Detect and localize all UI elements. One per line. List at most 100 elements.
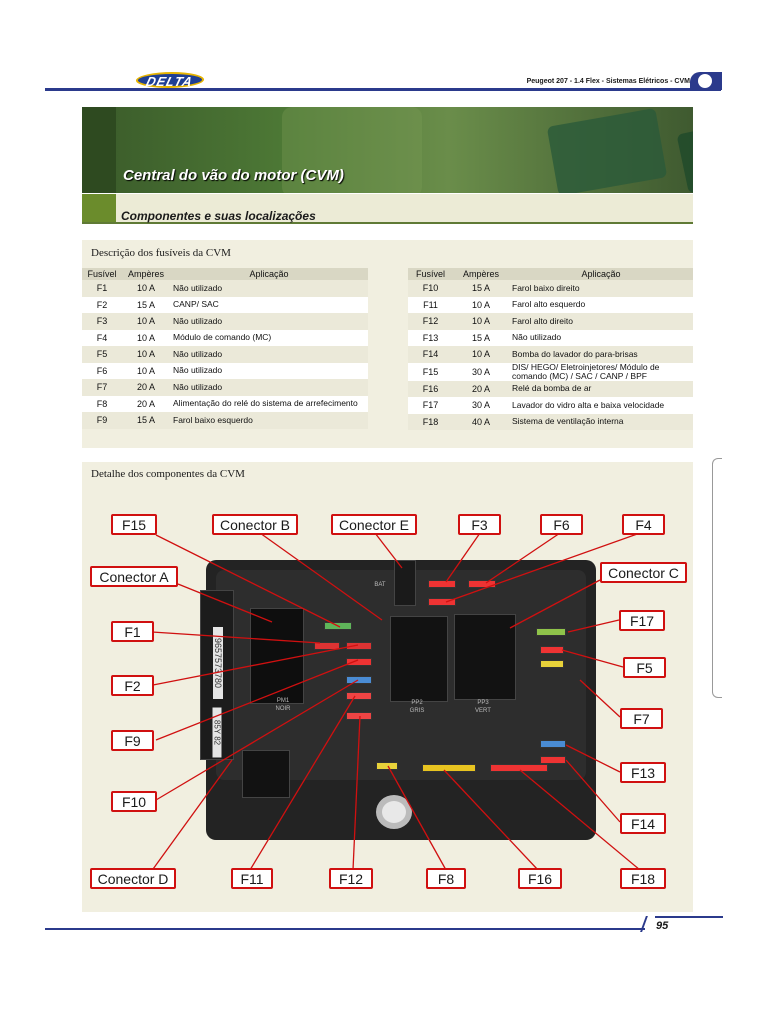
- fuse-f3: [428, 580, 456, 588]
- cell-amp: 15 A: [453, 280, 509, 297]
- connector-d: [242, 750, 290, 798]
- cell-fuse: F12: [408, 313, 453, 330]
- subtitle-bar: [82, 194, 693, 224]
- delta-logo: DELTA: [133, 72, 207, 89]
- connector-pp3: [454, 614, 516, 700]
- cell-application: Farol baixo direito: [509, 280, 693, 297]
- callout-f17: F17: [619, 610, 665, 631]
- cell-fuse: F9: [82, 412, 122, 429]
- mounting-ring: [376, 795, 412, 829]
- banner-title: Central do vão do motor (CVM): [123, 167, 344, 184]
- cell-fuse: F16: [408, 380, 453, 397]
- cell-fuse: F11: [408, 296, 453, 313]
- cell-application: Bomba do lavador do para-brisas: [509, 346, 693, 363]
- cell-amp: 15 A: [122, 412, 170, 429]
- footer-rule-right: [655, 916, 723, 918]
- fuse-box-photo: PM1 NOIR PP2 GRIS PP3 VERT BAT 965757378…: [200, 530, 596, 860]
- callout-f9: F9: [111, 730, 154, 751]
- cell-fuse: F1: [82, 280, 122, 297]
- connector-e: [394, 560, 416, 606]
- fuse-f5: [540, 646, 564, 654]
- fuse-f8: [376, 762, 398, 770]
- cell-fuse: F17: [408, 397, 453, 414]
- header-app: Aplicação: [509, 268, 693, 280]
- fuse-f2: [346, 642, 372, 650]
- cell-amp: 10 A: [453, 313, 509, 330]
- cell-application: Não utilizado: [170, 313, 368, 330]
- side-tab: [712, 458, 722, 698]
- header-amp: Ampères: [122, 268, 170, 280]
- cell-amp: 10 A: [122, 313, 170, 330]
- callout-f3: F3: [458, 514, 501, 535]
- cell-amp: 15 A: [453, 329, 509, 346]
- callout-f11: F11: [231, 868, 273, 889]
- cell-application: Farol alto esquerdo: [509, 296, 693, 313]
- cell-amp: 10 A: [122, 346, 170, 363]
- callout-conector-a: Conector A: [90, 566, 178, 587]
- cell-amp: 30 A: [453, 397, 509, 414]
- callout-f2: F2: [111, 675, 154, 696]
- callout-f4: F4: [622, 514, 665, 535]
- cell-application: Sistema de ventilação interna: [509, 413, 693, 430]
- cell-fuse: F15: [408, 362, 453, 381]
- label-gris: GRIS: [409, 708, 425, 714]
- fuse-f7: [540, 660, 564, 668]
- cell-application: CANP/ SAC: [170, 296, 368, 313]
- cell-fuse: F5: [82, 346, 122, 363]
- cell-amp: 10 A: [453, 346, 509, 363]
- callout-f13: F13: [620, 762, 666, 783]
- callout-f14: F14: [620, 813, 666, 834]
- detail-section-title: Detalhe dos componentes da CVM: [91, 468, 245, 480]
- header-tab: [690, 72, 722, 90]
- banner-deco-2: [676, 120, 693, 193]
- connector-pp2: [390, 616, 448, 702]
- cell-application: Não utilizado: [170, 280, 368, 297]
- subtitle-bar-accent: [82, 194, 116, 222]
- cell-amp: 20 A: [453, 380, 509, 397]
- label-pp3: PP3: [477, 700, 489, 706]
- callout-f7: F7: [620, 708, 663, 729]
- cell-application: Não utilizado: [509, 329, 693, 346]
- callout-f1: F1: [111, 621, 154, 642]
- connector-pm1: [250, 608, 304, 704]
- callout-conector-e: Conector E: [331, 514, 417, 535]
- cell-application: Farol alto direito: [509, 313, 693, 330]
- cell-application: Lavador do vidro alta e baixa velocidade: [509, 397, 693, 414]
- callout-f8: F8: [426, 868, 466, 889]
- fuse-section-title: Descrição dos fusíveis da CVM: [91, 247, 231, 259]
- callout-f18: F18: [620, 868, 666, 889]
- cell-fuse: F7: [82, 379, 122, 396]
- page-number: 95: [656, 920, 669, 932]
- cell-fuse: F8: [82, 395, 122, 412]
- cell-application: Não utilizado: [170, 362, 368, 379]
- callout-f6: F6: [540, 514, 583, 535]
- cell-fuse: F13: [408, 329, 453, 346]
- cell-amp: 40 A: [453, 413, 509, 430]
- header-rule: [45, 88, 721, 91]
- fuse-f13: [540, 740, 566, 748]
- fuse-f16: [422, 764, 476, 772]
- header-amp: Ampères: [453, 268, 509, 280]
- callout-f16: F16: [518, 868, 562, 889]
- cell-fuse: F4: [82, 329, 122, 346]
- cell-amp: 10 A: [122, 280, 170, 297]
- callout-conector-c: Conector C: [600, 562, 687, 583]
- cell-fuse: F14: [408, 346, 453, 363]
- cell-amp: 20 A: [122, 379, 170, 396]
- fuse-f9: [346, 658, 372, 666]
- cell-application: Farol baixo esquerdo: [170, 412, 368, 429]
- label-vert: VERT: [475, 708, 491, 714]
- header-app: Aplicação: [170, 268, 368, 280]
